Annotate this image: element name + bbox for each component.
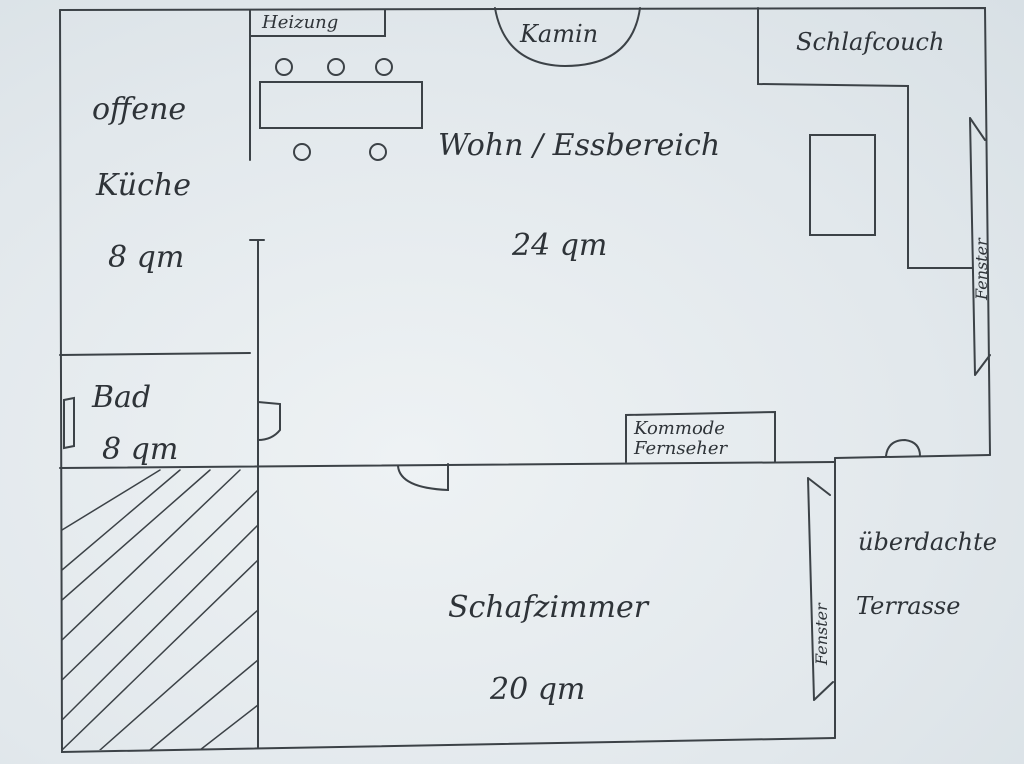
- fireplace-shape: [494, 7, 641, 68]
- heater-symbol: [249, 9, 386, 161]
- sofa-bed-shape: [757, 7, 973, 269]
- hatched-area: [62, 469, 258, 750]
- bedroom-area: 20 qm: [490, 672, 586, 707]
- dresser-shape: [625, 410, 776, 463]
- bath-label: Bad: [92, 380, 152, 415]
- bath-area: 8 qm: [102, 432, 179, 467]
- sofa-bed-label: Schlafcouch: [796, 28, 945, 56]
- fireplace-label: Kamin: [520, 20, 599, 48]
- coffee-table: [809, 134, 876, 236]
- bedroom-window: [807, 477, 834, 701]
- kitchen-area: 8 qm: [108, 240, 185, 275]
- dining-table: [259, 58, 423, 161]
- kitchen-label-line2: Küche: [96, 168, 191, 203]
- dresser-label-line1: Kommode: [634, 418, 725, 439]
- living-window-label: Fenster: [972, 238, 991, 300]
- inner-walls: [59, 239, 836, 749]
- doors: [63, 396, 921, 492]
- heater-label: Heizung: [262, 12, 339, 33]
- bedroom-label: Schafzimmer: [448, 590, 649, 625]
- terrace-label-line1: überdachte: [858, 528, 997, 556]
- living-label: Wohn / Essbereich: [438, 128, 721, 163]
- dresser-label-line2: Fernseher: [634, 438, 728, 459]
- living-area: 24 qm: [512, 228, 608, 263]
- bedroom-window-label: Fenster: [812, 603, 831, 665]
- terrace-label-line2: Terrasse: [856, 592, 961, 620]
- kitchen-label-line1: offene: [92, 92, 187, 127]
- outer-walls: [59, 6, 991, 754]
- living-window: [969, 117, 991, 376]
